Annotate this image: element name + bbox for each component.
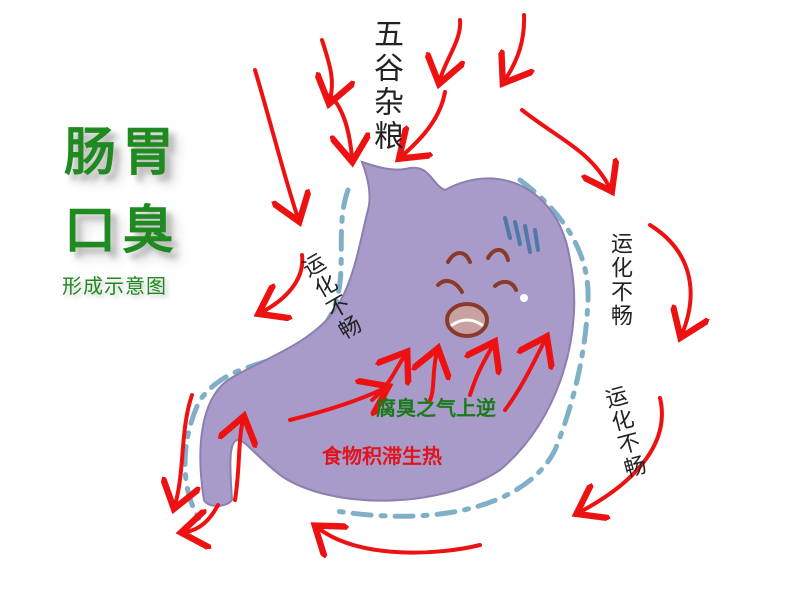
- subtitle: 形成示意图: [62, 274, 167, 298]
- title-char-mouth: 口: [64, 200, 117, 261]
- label-stagnation: 食物积滞生热: [322, 444, 442, 468]
- label-reflux: 腐臭之气上逆: [376, 396, 496, 420]
- top-label-grains: 五谷杂粮: [368, 18, 403, 154]
- arrows: [175, 13, 691, 553]
- title-char-stomach: 胃: [122, 122, 175, 183]
- sweat-lines: [503, 216, 540, 254]
- side-label-right-upper: 运化不畅: [607, 232, 632, 328]
- sad-face: [436, 248, 528, 338]
- title-char-intestine: 肠: [64, 122, 117, 183]
- title-char-odor: 臭: [122, 200, 175, 261]
